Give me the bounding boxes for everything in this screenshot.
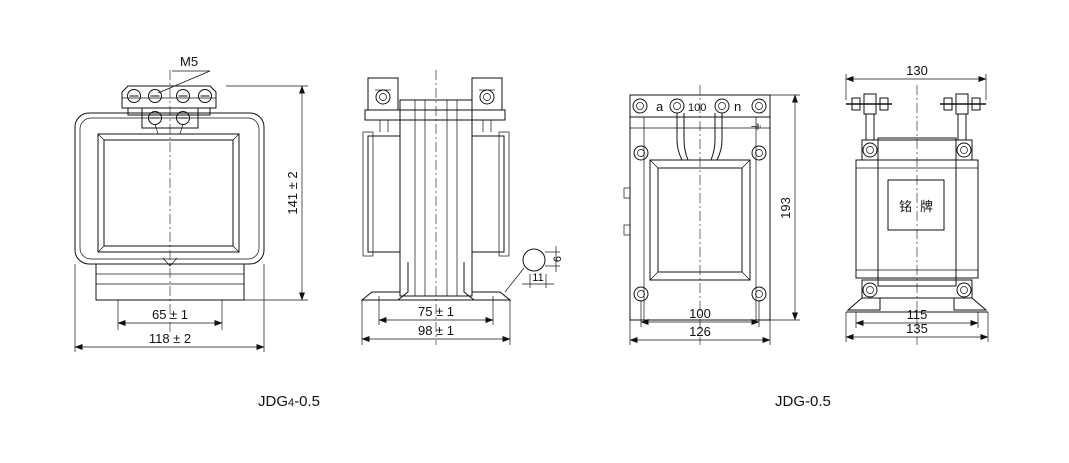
side-outer-dim: 98 ± 1 xyxy=(418,323,454,338)
jdg-side-view: 铭 牌 130 115 135 xyxy=(845,63,989,345)
side-outer-dim-right: 135 xyxy=(906,321,928,336)
hole-width: 11 xyxy=(532,272,543,284)
nameplate-char-1: 铭 xyxy=(899,199,912,214)
screw-label: M5 xyxy=(180,54,198,69)
side-inner-dim-right: 115 xyxy=(907,307,928,322)
nameplate-char-2: 牌 xyxy=(920,199,933,214)
terminal-mid: 100 xyxy=(688,102,706,114)
coil xyxy=(97,133,240,253)
side-top-dim: 130 xyxy=(906,63,928,78)
caption-left: JDG4-0.5 xyxy=(258,393,320,410)
coil-left xyxy=(367,135,401,253)
ground-mark: ⏚ xyxy=(750,121,763,132)
mount-hole-detail xyxy=(522,248,546,272)
jdg4-side-view: 11 6 75 ± 1 98 ± 1 xyxy=(360,70,564,345)
outer-width-dim-right: 126 xyxy=(689,324,711,339)
inner-width-dim-right: 100 xyxy=(689,306,711,321)
terminal-n: n xyxy=(734,99,741,114)
coil-right xyxy=(471,135,505,253)
height-dim: 141 ± 2 xyxy=(285,171,300,214)
nameplate xyxy=(887,179,945,231)
base-bracket xyxy=(95,264,245,301)
jdg4-front-view: M5 141 ± 2 65 ± 1 118 ± 2 xyxy=(74,54,308,352)
caption-right: JDG-0.5 xyxy=(775,393,831,410)
side-inner-dim: 75 ± 1 xyxy=(418,304,454,319)
terminal-block xyxy=(121,85,217,109)
hole-height: 6 xyxy=(552,256,564,262)
outer-frame xyxy=(74,112,265,265)
outer-width-dim: 118 ± 2 xyxy=(149,331,191,346)
inner-width-dim: 65 ± 1 xyxy=(152,307,188,322)
jdg-front-view: a 100 n ⏚ 193 xyxy=(623,85,800,345)
height-dim-right: 193 xyxy=(778,197,793,219)
terminal-a: a xyxy=(656,99,664,114)
